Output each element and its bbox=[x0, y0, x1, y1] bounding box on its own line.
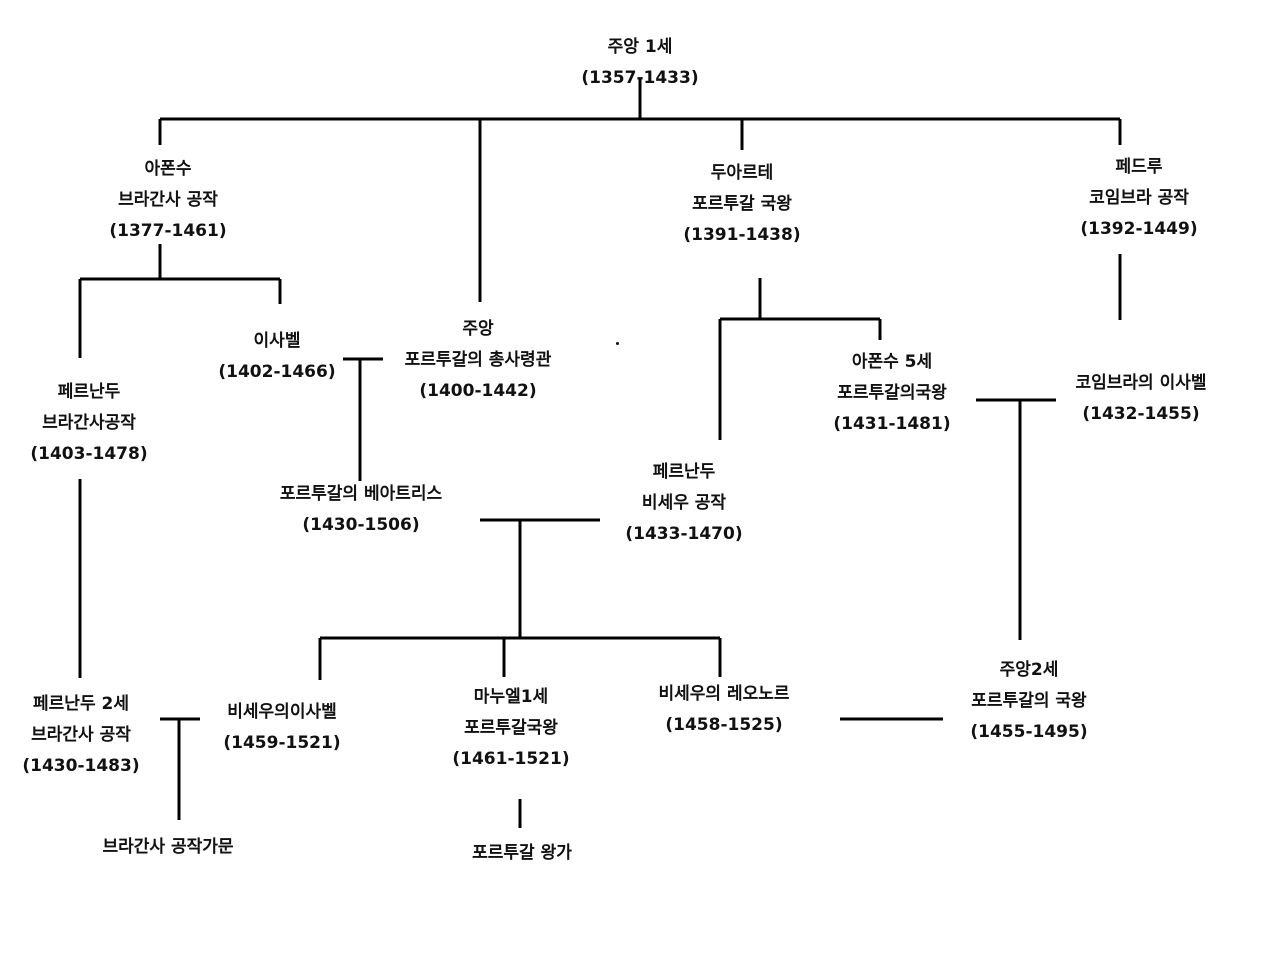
person-afonso-5: 아폰수 5세 포르투갈의국왕 (1431-1481) bbox=[833, 347, 950, 440]
person-dates: (1432-1455) bbox=[1082, 404, 1200, 424]
person-title: 포르투갈의 국왕 bbox=[971, 691, 1087, 711]
person-name: 페르난두 bbox=[652, 462, 716, 482]
person-joao-2: 주앙2세 포르투갈의 국왕 (1455-1495) bbox=[970, 655, 1087, 748]
person-title: 포르투갈 국왕 bbox=[692, 194, 792, 214]
person-beatriz: 포르투갈의 베아트리스 (1430-1506) bbox=[280, 479, 442, 541]
person-name: 비세우의이사벨 bbox=[227, 702, 337, 722]
person-leonor-viseu: 비세우의 레오노르 (1458-1525) bbox=[658, 679, 789, 741]
person-dates: (1391-1438) bbox=[683, 225, 801, 245]
person-fernando-viseu: 페르난두 비세우 공작 (1433-1470) bbox=[625, 457, 742, 550]
stray-dot bbox=[616, 342, 619, 345]
person-name: 마누엘1세 bbox=[473, 687, 549, 707]
person-title: 브라간사 공작 bbox=[31, 725, 131, 745]
person-name: 페르난두 2세 bbox=[33, 694, 129, 714]
person-joao-constable: 주앙 포르투갈의 총사령관 (1400-1442) bbox=[405, 314, 552, 407]
person-isabel-viseu: 비세우의이사벨 (1459-1521) bbox=[223, 697, 340, 759]
person-dates: (1357-1433) bbox=[581, 68, 699, 88]
person-name: 코임브라의 이사벨 bbox=[1075, 373, 1207, 393]
person-manuel-1: 마누엘1세 포르투갈국왕 (1461-1521) bbox=[452, 682, 569, 775]
person-name: 주앙2세 bbox=[999, 660, 1059, 680]
person-dates: (1402-1466) bbox=[218, 362, 336, 382]
house-portugal: 포르투갈 왕가 bbox=[472, 843, 572, 863]
person-title: 비세우 공작 bbox=[641, 493, 727, 513]
person-name: 포르투갈의 베아트리스 bbox=[279, 484, 443, 504]
person-dates: (1430-1506) bbox=[302, 515, 420, 535]
person-isabel-1402: 이사벨 (1402-1466) bbox=[218, 326, 335, 388]
person-name: 두아르테 bbox=[710, 163, 774, 183]
person-title: 코임브라 공작 bbox=[1089, 188, 1189, 208]
person-title: 브라간사 공작 bbox=[118, 190, 218, 210]
person-name: 아폰수 bbox=[144, 159, 192, 179]
person-fernando-2: 페르난두 2세 브라간사 공작 (1430-1483) bbox=[22, 689, 139, 782]
person-joao-1: 주앙 1세 (1357-1433) bbox=[581, 32, 698, 94]
person-isabel-coimbra: 코임브라의 이사벨 (1432-1455) bbox=[1075, 368, 1206, 430]
person-title: 포르투갈의 총사령관 bbox=[404, 350, 552, 370]
person-dates: (1392-1449) bbox=[1080, 219, 1198, 239]
person-dates: (1455-1495) bbox=[970, 722, 1088, 742]
person-name: 페르난두 bbox=[57, 382, 121, 402]
person-dates: (1430-1483) bbox=[22, 756, 140, 776]
person-name: 이사벨 bbox=[253, 331, 301, 351]
person-dates: (1461-1521) bbox=[452, 749, 570, 769]
person-dates: (1377-1461) bbox=[109, 221, 227, 241]
person-name: 주앙 bbox=[462, 319, 494, 339]
person-name: 주앙 1세 bbox=[607, 37, 673, 57]
person-duarte: 두아르테 포르투갈 국왕 (1391-1438) bbox=[683, 158, 800, 251]
person-dates: (1433-1470) bbox=[625, 524, 743, 544]
person-pedro: 페드루 코임브라 공작 (1392-1449) bbox=[1080, 152, 1197, 245]
person-title: 포르투갈의국왕 bbox=[837, 383, 947, 403]
person-title: 포르투갈국왕 bbox=[464, 718, 558, 738]
person-name: 비세우의 레오노르 bbox=[658, 684, 790, 704]
person-name: 페드루 bbox=[1115, 157, 1163, 177]
house-braganca: 브라간사 공작가문 bbox=[102, 837, 234, 857]
person-dates: (1400-1442) bbox=[419, 381, 537, 401]
person-dates: (1459-1521) bbox=[223, 733, 341, 753]
person-dates: (1431-1481) bbox=[833, 414, 951, 434]
person-fernando-braganca: 페르난두 브라간사공작 (1403-1478) bbox=[30, 377, 147, 470]
person-dates: (1403-1478) bbox=[30, 444, 148, 464]
person-dates: (1458-1525) bbox=[665, 715, 783, 735]
person-title: 브라간사공작 bbox=[42, 413, 136, 433]
person-name: 아폰수 5세 bbox=[851, 352, 933, 372]
person-afonso-braganca: 아폰수 브라간사 공작 (1377-1461) bbox=[109, 154, 226, 247]
